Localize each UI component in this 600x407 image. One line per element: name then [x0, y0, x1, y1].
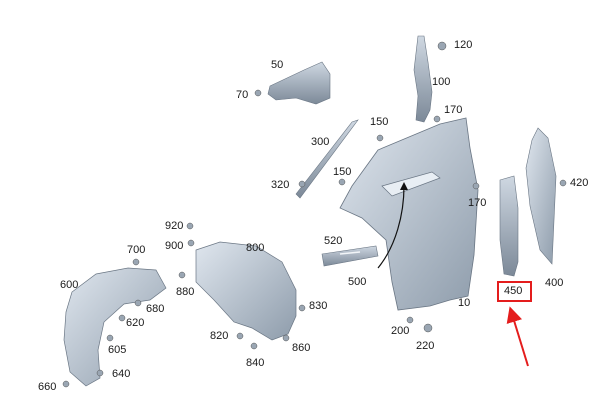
panel-400: [525, 127, 557, 265]
label-420: 420: [570, 177, 589, 189]
label-170b: 170: [468, 197, 487, 209]
fastener-70: [254, 89, 262, 97]
fastener-605: [106, 334, 114, 342]
bracket-50: [267, 61, 331, 105]
fender-vent: [381, 171, 441, 197]
fastener-830: [298, 304, 306, 312]
pad-450: [499, 175, 519, 277]
label-450: 450: [504, 285, 523, 297]
bracket-100: [413, 35, 433, 123]
label-500: 500: [348, 276, 367, 288]
highlight-box-450: [497, 281, 532, 302]
label-220: 220: [416, 340, 435, 352]
label-680: 680: [146, 303, 165, 315]
label-860: 860: [292, 342, 311, 354]
label-10: 10: [458, 297, 471, 309]
fastener-170b: [472, 182, 480, 190]
highlight-arrow: [506, 306, 529, 367]
fender-part: [339, 117, 479, 311]
label-800: 800: [246, 242, 265, 254]
label-600: 600: [60, 279, 79, 291]
fastener-680: [134, 299, 142, 307]
strip-part: [295, 119, 359, 199]
fastener-150b: [338, 178, 346, 186]
label-880: 880: [176, 286, 195, 298]
label-400: 400: [545, 277, 564, 289]
label-100: 100: [432, 76, 451, 88]
emblem-part: [321, 245, 379, 267]
label-520: 520: [324, 235, 343, 247]
label-700: 700: [127, 244, 146, 256]
label-150a: 150: [370, 116, 389, 128]
label-830: 830: [309, 300, 328, 312]
label-620: 620: [126, 317, 145, 329]
liner-800: [195, 241, 297, 341]
label-200: 200: [391, 325, 410, 337]
label-640: 640: [112, 368, 131, 380]
label-50: 50: [271, 59, 284, 71]
fastener-820: [236, 332, 244, 340]
label-120: 120: [454, 39, 473, 51]
label-820: 820: [210, 330, 229, 342]
fastener-620: [118, 314, 126, 322]
fastener-150a: [376, 134, 384, 142]
fastener-920: [186, 222, 194, 230]
label-70: 70: [236, 89, 249, 101]
fastener-120: [437, 41, 447, 51]
fastener-660: [62, 380, 70, 388]
fastener-420: [559, 179, 567, 187]
fastener-200: [406, 316, 414, 324]
label-300: 300: [311, 136, 330, 148]
fastener-320: [298, 180, 306, 188]
fastener-880: [178, 271, 186, 279]
label-170a: 170: [444, 104, 463, 116]
fastener-220: [423, 323, 433, 333]
fastener-640: [96, 369, 104, 377]
fastener-860: [282, 334, 290, 342]
label-150b: 150: [333, 166, 352, 178]
label-660: 660: [38, 381, 57, 393]
fastener-700: [132, 258, 140, 266]
label-320: 320: [271, 179, 290, 191]
label-920: 920: [165, 220, 184, 232]
label-840: 840: [246, 357, 265, 369]
fastener-840: [250, 342, 258, 350]
liner-600: [63, 267, 167, 387]
fastener-900: [187, 239, 195, 247]
fastener-170a: [433, 115, 441, 123]
label-605: 605: [108, 344, 127, 356]
fender-arrow: [377, 185, 405, 269]
label-900: 900: [165, 240, 184, 252]
